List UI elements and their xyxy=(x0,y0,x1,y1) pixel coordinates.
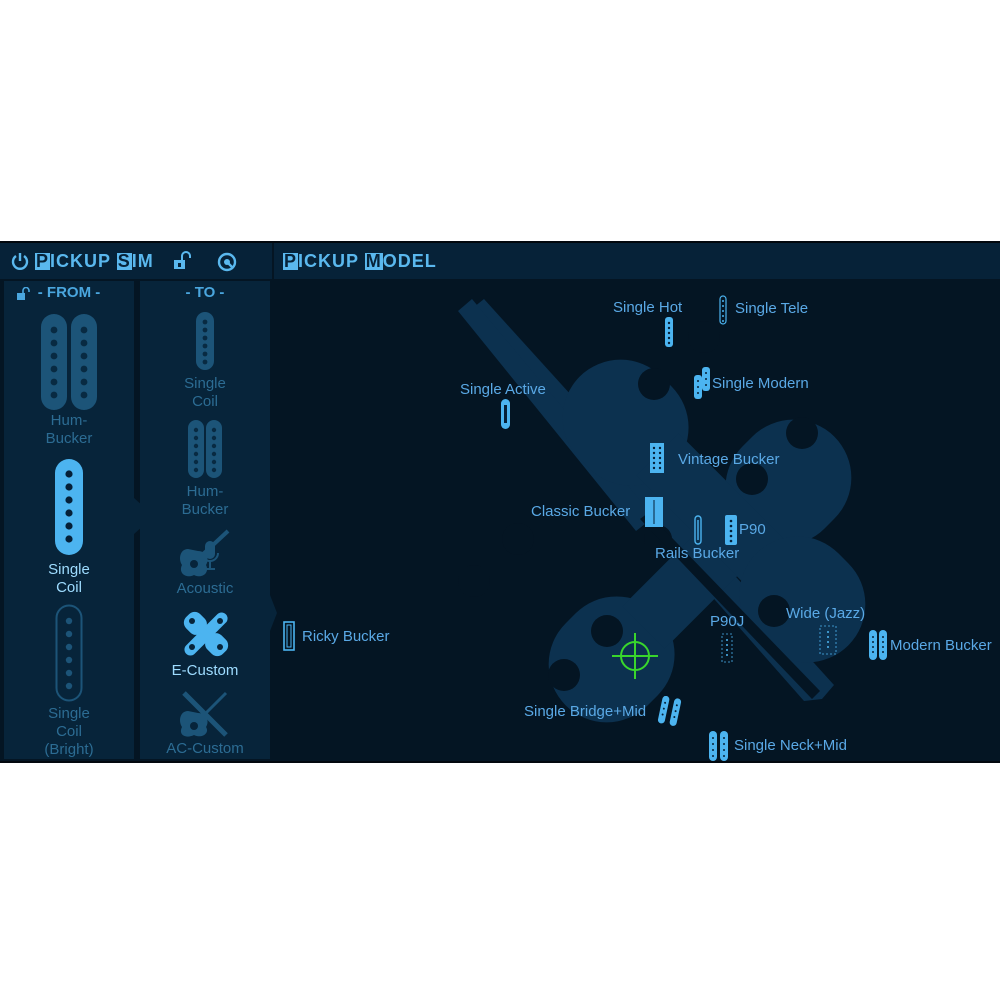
single-neck-mid-pickup-icon[interactable] xyxy=(709,731,729,761)
model-single-neck-mid[interactable]: Single Neck+Mid xyxy=(734,737,847,754)
from-single-coil-bright-label-3: (Bright) xyxy=(44,741,94,758)
model-single-active[interactable]: Single Active xyxy=(460,381,546,398)
from-humbucker-label-1: Hum- xyxy=(50,412,88,429)
pickup-model-header: PICKUP MODEL xyxy=(274,243,1000,279)
humbucker-pickup-icon xyxy=(41,314,97,410)
modern-bucker-pickup-icon[interactable] xyxy=(869,630,887,660)
from-column: - FROM - Hum- Bucker Single Coil xyxy=(4,281,134,759)
power-icon[interactable] xyxy=(10,251,30,271)
model-rails-bucker[interactable]: Rails Bucker xyxy=(655,545,740,562)
to-option-single-coil[interactable]: Single Coil xyxy=(140,311,270,411)
to-single-coil-label-2: Coil xyxy=(192,393,218,410)
to-option-humbucker[interactable]: Hum- Bucker xyxy=(140,419,270,519)
single-coil-bright-pickup-icon xyxy=(55,604,83,702)
humbucker-small-icon xyxy=(188,420,222,478)
knob-icon[interactable] xyxy=(216,251,238,273)
to-ac-custom-label: AC-Custom xyxy=(166,740,244,757)
to-heading: - TO - xyxy=(185,284,225,301)
to-stage-arrow xyxy=(270,595,277,631)
pickup-sim-title: PICKUP SIM xyxy=(35,251,154,271)
vintage-bucker-pickup-icon[interactable] xyxy=(650,443,664,473)
single-tele-pickup-icon[interactable] xyxy=(719,295,727,325)
from-heading: - FROM - xyxy=(37,284,101,301)
model-ricky-bucker[interactable]: Ricky Bucker xyxy=(302,628,390,645)
pickup-sim-header: PICKUP SIM xyxy=(0,243,272,279)
to-option-ac-custom[interactable]: AC-Custom xyxy=(140,689,270,759)
p90j-pickup-icon[interactable] xyxy=(721,633,733,663)
to-acoustic-label: Acoustic xyxy=(176,580,234,597)
classic-bucker-pickup-icon[interactable] xyxy=(645,497,663,527)
from-lock-icon[interactable] xyxy=(16,287,30,301)
ricky-bucker-pickup-icon[interactable] xyxy=(283,621,295,651)
model-p90j[interactable]: P90J xyxy=(710,613,745,630)
from-option-single-coil[interactable]: Single Coil xyxy=(4,457,134,597)
from-single-coil-label-2: Coil xyxy=(56,579,82,596)
model-single-modern[interactable]: Single Modern xyxy=(712,375,809,392)
ac-custom-tools-icon xyxy=(180,691,228,737)
single-modern-pickup-icon[interactable] xyxy=(694,367,710,399)
rails-bucker-pickup-icon[interactable] xyxy=(694,515,702,545)
single-bridge-mid-pickup-icon[interactable] xyxy=(657,696,683,726)
from-humbucker-label-2: Bucker xyxy=(45,430,93,447)
to-single-coil-label-1: Single xyxy=(184,375,226,392)
from-single-coil-bright-label-1: Single xyxy=(48,705,90,722)
from-option-humbucker[interactable]: Hum- Bucker xyxy=(4,309,134,449)
pickup-sim-plugin: PICKUP SIM PICKUP MODEL - FROM - xyxy=(0,241,1000,763)
model-single-hot[interactable]: Single Hot xyxy=(613,299,683,316)
tools-background-watermark xyxy=(458,299,866,723)
pickup-model-title: PICKUP MODEL xyxy=(283,251,437,271)
p90-pickup-icon[interactable] xyxy=(725,515,737,545)
single-active-pickup-icon[interactable] xyxy=(501,399,510,429)
single-coil-pickup-icon xyxy=(55,459,83,555)
e-custom-tools-icon xyxy=(183,611,229,657)
to-option-e-custom[interactable]: E-Custom xyxy=(140,607,270,687)
to-e-custom-label: E-Custom xyxy=(171,662,239,679)
to-humbucker-label-1: Hum- xyxy=(186,483,224,500)
unlock-icon[interactable] xyxy=(172,251,192,271)
single-coil-small-icon xyxy=(196,312,214,370)
to-option-acoustic[interactable]: Acoustic xyxy=(140,527,270,607)
acoustic-guitar-mic-icon xyxy=(180,529,230,577)
model-single-bridge-mid[interactable]: Single Bridge+Mid xyxy=(524,703,647,720)
model-wide-jazz[interactable]: Wide (Jazz) xyxy=(786,605,866,622)
single-hot-pickup-icon[interactable] xyxy=(665,317,673,347)
model-single-tele[interactable]: Single Tele xyxy=(735,300,809,317)
pickup-model-stage[interactable]: Single Hot Single Tele Single Active Sin… xyxy=(274,281,1000,761)
model-classic-bucker[interactable]: Classic Bucker xyxy=(531,503,631,520)
model-modern-bucker[interactable]: Modern Bucker xyxy=(890,637,992,654)
wide-jazz-pickup-icon[interactable] xyxy=(819,625,837,655)
to-humbucker-label-2: Bucker xyxy=(181,501,229,518)
from-single-coil-bright-label-2: Coil xyxy=(56,723,82,740)
from-single-coil-label-1: Single xyxy=(48,561,90,578)
model-p90[interactable]: P90 xyxy=(739,521,766,538)
model-vintage-bucker[interactable]: Vintage Bucker xyxy=(678,451,780,468)
from-option-single-coil-bright[interactable]: Single Coil (Bright) xyxy=(4,601,134,759)
crosshair-icon[interactable] xyxy=(610,631,660,681)
to-column: - TO - Single Coil Hum- Bucker xyxy=(140,281,270,759)
